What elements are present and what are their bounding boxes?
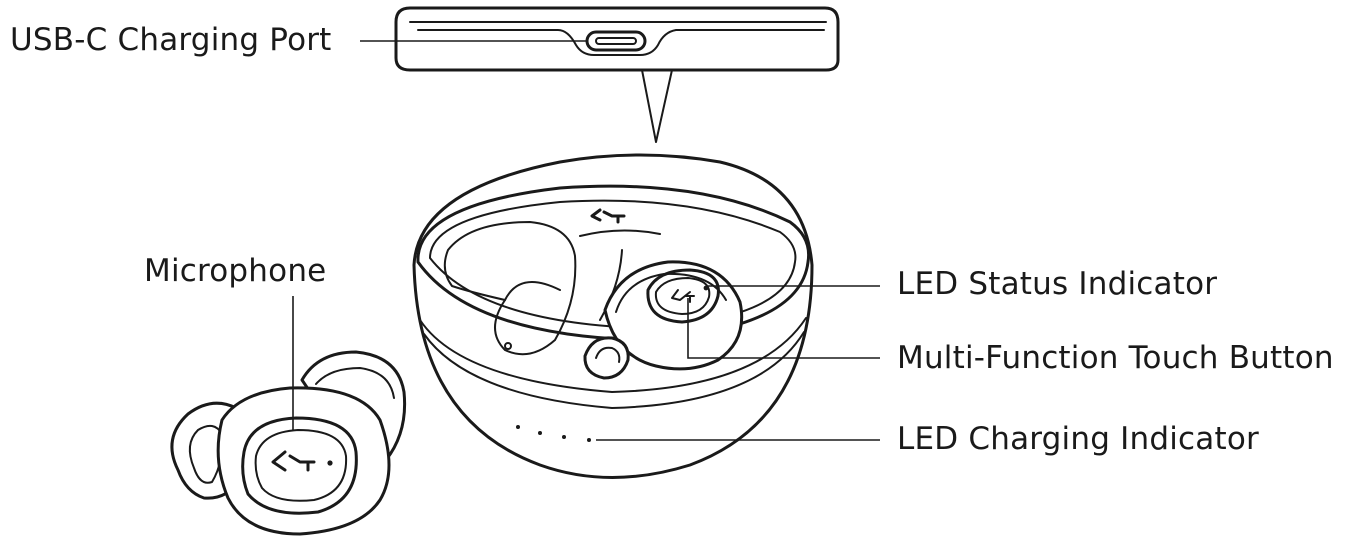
brand-logo-icon xyxy=(590,208,709,303)
label-microphone: Microphone xyxy=(144,253,327,289)
leader-touch-button xyxy=(687,298,880,359)
charging-case xyxy=(412,153,814,479)
label-touch-button: Multi-Function Touch Button xyxy=(897,340,1334,376)
charging-led-dots xyxy=(516,425,591,442)
loose-earbud xyxy=(170,350,407,536)
case-earbud xyxy=(583,260,744,380)
label-usb-c-port: USB-C Charging Port xyxy=(10,22,332,58)
usb-c-port-icon xyxy=(585,30,647,52)
label-led-charging-indicator: LED Charging Indicator xyxy=(897,421,1259,457)
case-bottom-detail xyxy=(394,6,840,143)
label-led-status-indicator: LED Status Indicator xyxy=(897,266,1218,302)
